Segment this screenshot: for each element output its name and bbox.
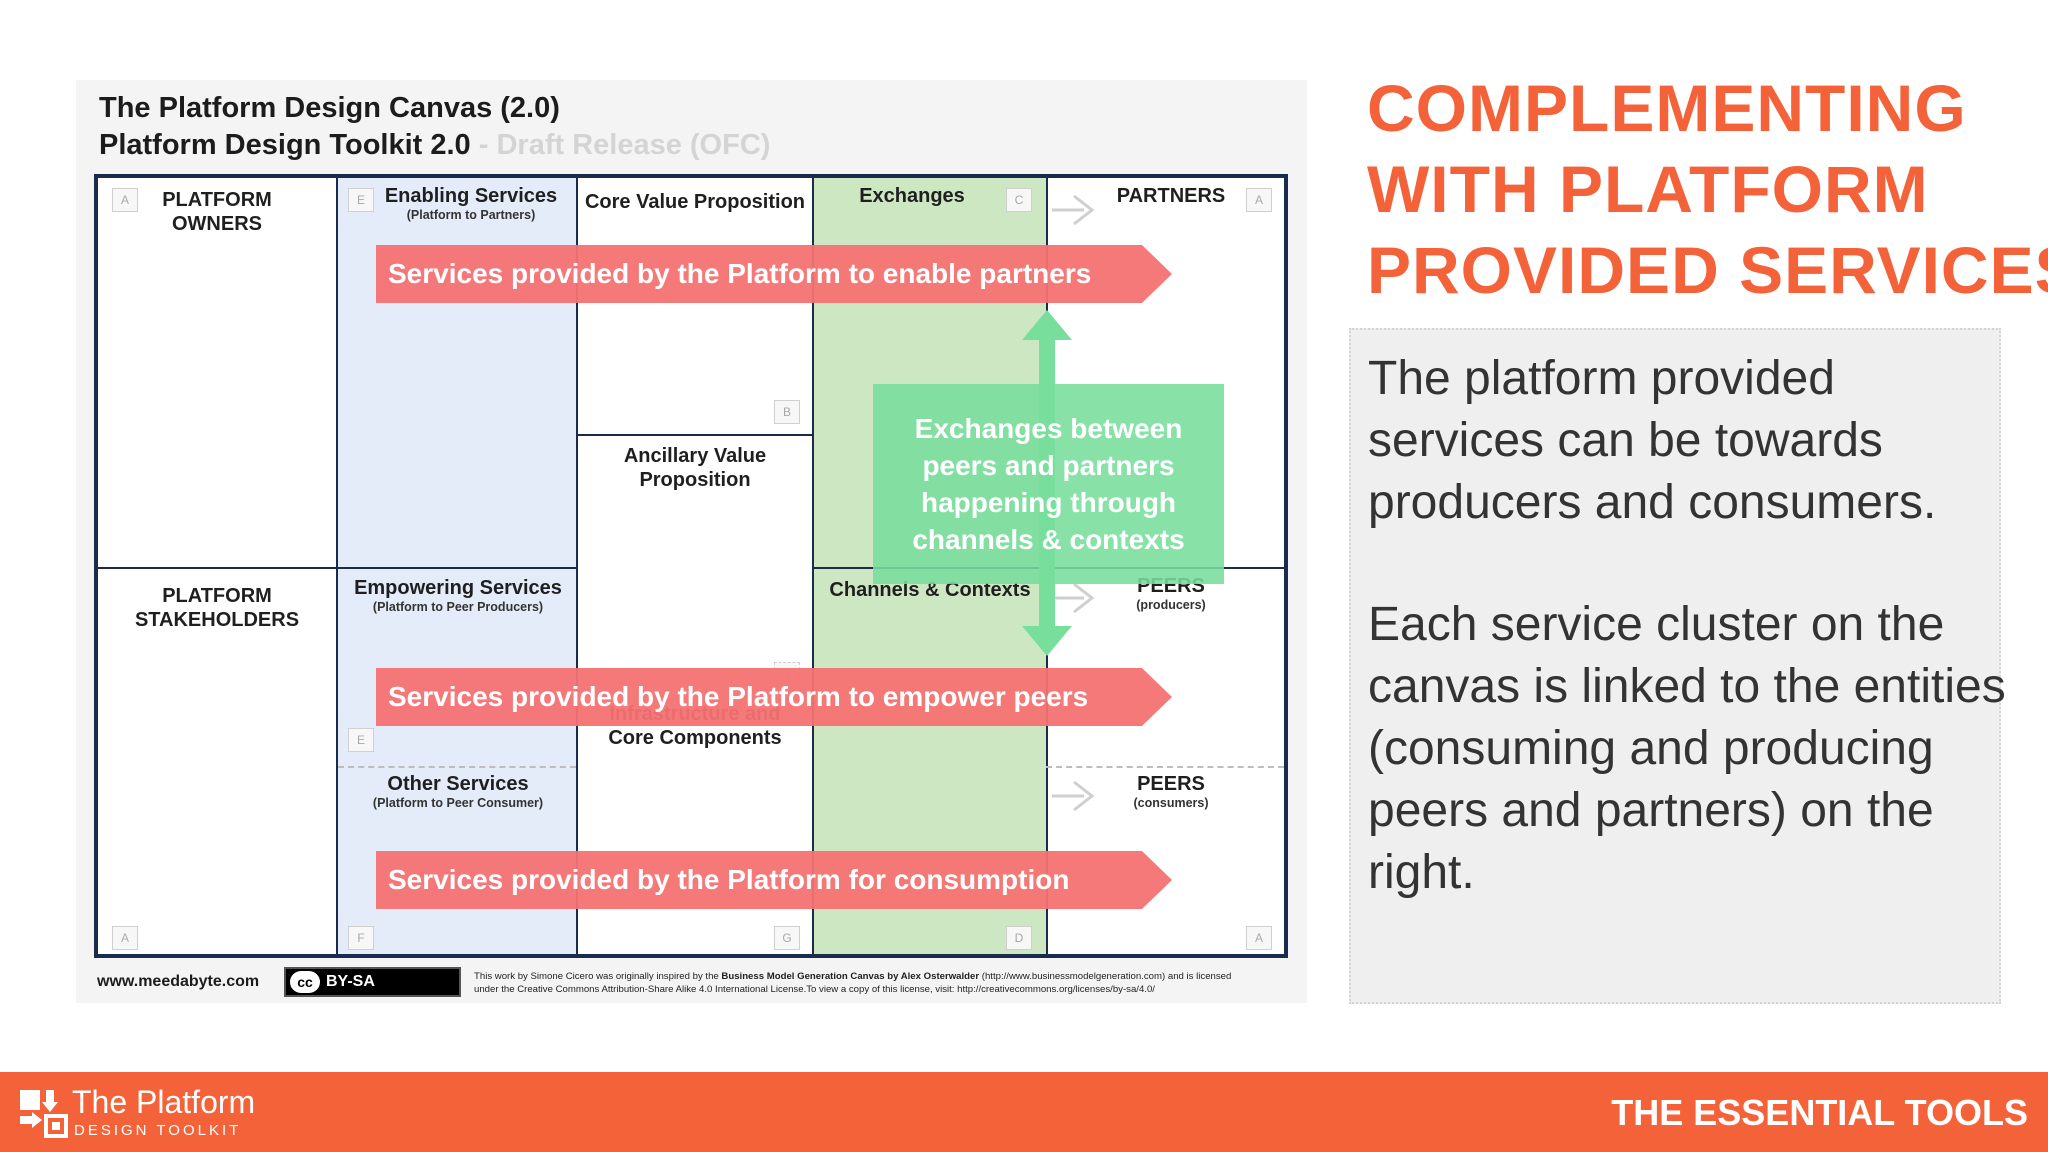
description-paragraph-2: Each service cluster on the canvas is li… — [1368, 598, 2006, 899]
consumption-banner: Services provided by the Platform for co… — [388, 864, 1070, 895]
cc-label: BY-SA — [326, 973, 375, 990]
divider — [576, 178, 578, 954]
core-value-label: Core Value Proposition — [584, 191, 806, 213]
right-arrow-icon — [1052, 780, 1095, 812]
canvas-title: The Platform Design Canvas (2.0) — [99, 92, 560, 124]
channels-contexts-label: Channels & Contexts — [829, 579, 1031, 601]
services-column — [338, 178, 578, 954]
platform-toolkit-logo-icon — [20, 1090, 68, 1138]
block-letter: E — [348, 728, 374, 752]
enable-partners-banner: Services provided by the Platform to ena… — [388, 258, 1092, 289]
cc-icon: cc — [290, 971, 320, 993]
divider — [812, 178, 814, 954]
other-services-label: Other Services — [387, 773, 529, 795]
divider — [338, 766, 576, 768]
empowering-services-label: Empowering Services — [354, 577, 562, 599]
brand-subtitle: DESIGN TOOLKIT — [74, 1122, 242, 1139]
divider — [576, 434, 814, 436]
block-letter: C — [1006, 188, 1032, 212]
exchanges-label: Exchanges — [859, 185, 965, 207]
block-letter: E — [348, 188, 374, 212]
divider — [1046, 766, 1284, 768]
license-notice: This work by Simone Cicero was originall… — [474, 971, 1232, 995]
banner-arrow-shape — [376, 668, 1172, 726]
platform-owners-label: PLATFORM OWNERS — [162, 189, 272, 235]
section-label: THE ESSENTIAL TOOLS — [1611, 1092, 2028, 1133]
slide-heading-line-2: WITH PLATFORM — [1367, 152, 1929, 226]
description-paragraph-1: The platform provided services can be to… — [1368, 352, 1937, 529]
divider — [98, 567, 578, 569]
platform-stakeholders-label: PLATFORM STAKEHOLDERS — [134, 585, 300, 631]
empower-peers-banner: Services provided by the Platform to emp… — [388, 681, 1089, 712]
ancillary-value-label: Ancillary Value Proposition — [623, 445, 767, 491]
description-card — [1349, 328, 2001, 1004]
peers-consumers-sublabel: (consumers) — [1133, 796, 1209, 810]
peers-producers-sublabel: (producers) — [1136, 598, 1206, 612]
banner-arrow-shape — [376, 245, 1172, 303]
block-letter: G — [774, 926, 800, 950]
partners-label: PARTNERS — [1116, 185, 1226, 207]
block-letter: A — [1246, 188, 1272, 212]
brand-name: The Platform — [72, 1084, 256, 1120]
block-letter: F — [348, 926, 374, 950]
block-letter: A — [112, 926, 138, 950]
slide-heading-line-3: PROVIDED SERVICES — [1367, 233, 2048, 307]
other-services-sublabel: (Platform to Peer Consumer) — [372, 796, 544, 810]
right-arrow-icon — [1052, 582, 1095, 614]
block-letter: D — [1006, 926, 1032, 950]
footer-bar — [0, 1072, 2048, 1152]
block-letter: A — [1246, 926, 1272, 950]
right-arrow-icon — [1052, 194, 1095, 226]
enabling-services-label: Enabling Services — [384, 185, 558, 207]
block-letter: A — [112, 188, 138, 212]
cc-license-badge: cc BY-SA — [284, 967, 461, 997]
draft-release-label: - Draft Release (OFC) — [470, 129, 771, 161]
peers-consumers-label: PEERS — [1137, 773, 1205, 795]
meedabyte-url: www.meedabyte.com — [97, 973, 260, 990]
canvas-subtitle: Platform Design Toolkit 2.0 - Draft Rele… — [99, 129, 771, 161]
exchanges-callout: Exchanges between peers and partners hap… — [873, 384, 1224, 584]
slide-heading-line-1: COMPLEMENTING — [1367, 71, 1967, 145]
empowering-services-sublabel: (Platform to Peer Producers) — [372, 600, 544, 614]
block-letter: B — [774, 400, 800, 424]
banner-arrow-shape — [376, 851, 1172, 909]
enabling-services-sublabel: (Platform to Partners) — [406, 208, 536, 222]
divider — [336, 178, 338, 954]
